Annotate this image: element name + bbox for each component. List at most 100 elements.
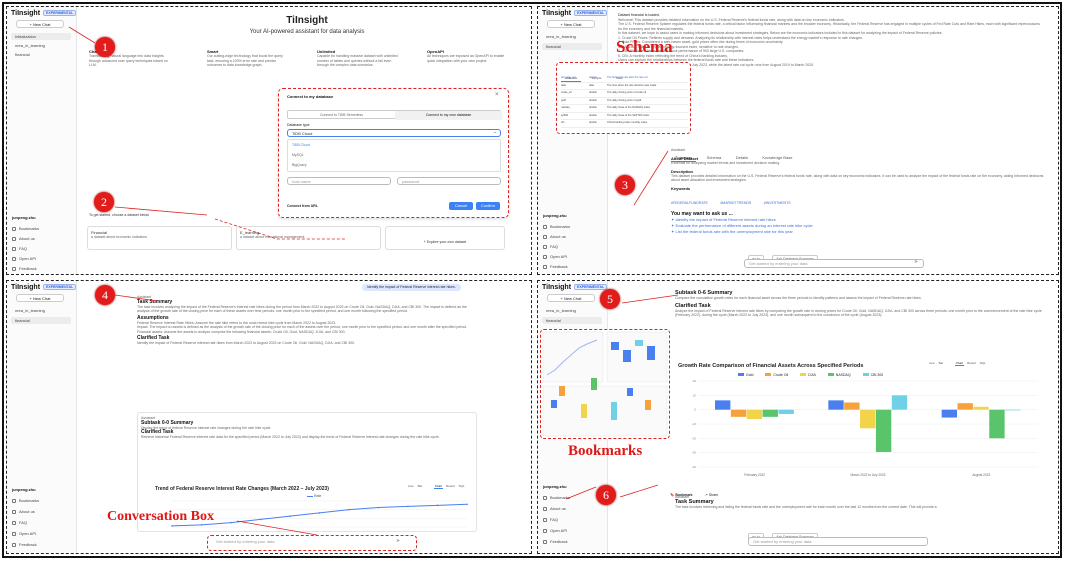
bookmark-thumbnails[interactable] bbox=[541, 330, 669, 438]
sidebar-bookmarks[interactable]: Bookmarks bbox=[543, 224, 570, 229]
explore-dataset-button[interactable]: + Explore your own dataset bbox=[385, 226, 505, 250]
sidebar-feedback[interactable]: Feedback bbox=[12, 266, 37, 271]
sidebar-feedback[interactable]: Feedback bbox=[12, 542, 37, 547]
user-name[interactable]: junpeng.zhu bbox=[543, 213, 567, 218]
tab-details[interactable]: Details bbox=[735, 155, 748, 160]
schema-tab-sample[interactable]: Sample bbox=[591, 76, 602, 80]
dataset-tabs: Summary Schema Details Knowledge Base bbox=[671, 146, 798, 164]
close-icon[interactable]: × bbox=[495, 92, 499, 98]
sidebar-bookmarks[interactable]: Bookmarks bbox=[12, 498, 39, 503]
sidebar-item-financial[interactable]: financial bbox=[11, 317, 71, 324]
toggle-sql[interactable]: SQL bbox=[979, 361, 986, 365]
new-chat-button[interactable]: + New Chat bbox=[547, 294, 595, 302]
host-input[interactable]: host name bbox=[287, 177, 391, 185]
sidebar-faq[interactable]: FAQ bbox=[543, 517, 558, 522]
bookmark-button[interactable]: 🔖 Bookmark bbox=[670, 493, 693, 497]
sidebar-item-financial[interactable]: financial bbox=[15, 52, 30, 57]
suggested-question[interactable]: ✦ Evaluate the performance of different … bbox=[671, 222, 813, 228]
sidebar-about[interactable]: About us bbox=[543, 506, 566, 511]
keyword-tag[interactable]: #MARKETTRENDS bbox=[720, 200, 752, 205]
schema-tab-columns[interactable]: Columns bbox=[561, 75, 581, 82]
sidebar-open-api[interactable]: Open API bbox=[12, 256, 36, 261]
new-chat-button[interactable]: + New Chat bbox=[16, 294, 64, 302]
toggle-line[interactable]: Line bbox=[408, 484, 414, 488]
toggle-bar[interactable]: Bar bbox=[417, 484, 423, 488]
sidebar-faq[interactable]: FAQ bbox=[543, 244, 558, 249]
option-tidb-cloud[interactable]: TiDB Cloud bbox=[292, 143, 310, 147]
sidebar-item-e-learning[interactable]: nrea_in_learning bbox=[546, 308, 576, 313]
y-tick-label: 0 bbox=[694, 408, 696, 412]
send-icon[interactable]: ➤ bbox=[396, 538, 401, 544]
task-summary-heading: Task Summary bbox=[137, 298, 173, 305]
option-mysql[interactable]: MySQL bbox=[292, 153, 304, 157]
sidebar-feedback[interactable]: Feedback bbox=[543, 539, 568, 544]
sidebar-item-initialization[interactable]: Initialization bbox=[11, 33, 71, 40]
sidebar-about[interactable]: About us bbox=[12, 509, 35, 514]
toggle-result[interactable]: Result bbox=[446, 484, 455, 488]
legend-item[interactable]: DJIA bbox=[800, 373, 816, 377]
sidebar-feedback[interactable]: Feedback bbox=[543, 264, 568, 269]
toggle-chart[interactable]: Chart bbox=[954, 361, 965, 366]
chat-input[interactable]: Get started by entering your data bbox=[212, 538, 410, 547]
option-bigquery[interactable]: BigQuery bbox=[292, 163, 307, 167]
share-button[interactable]: ↗ Share bbox=[704, 493, 719, 497]
legend-item[interactable]: NASDAQ bbox=[827, 373, 851, 377]
sidebar-about[interactable]: About us bbox=[543, 234, 566, 239]
suggested-question[interactable]: ✦ Identify the impact of Federal Reserve… bbox=[671, 216, 776, 222]
new-chat-button[interactable]: + New Chat bbox=[16, 20, 64, 28]
password-input[interactable]: password bbox=[397, 177, 501, 185]
sidebar-faq[interactable]: FAQ bbox=[12, 520, 27, 525]
y-tick-label: -10 bbox=[692, 422, 697, 426]
keyword-tag[interactable]: #INVESTMENTS bbox=[763, 200, 791, 205]
cancel-button[interactable]: Cancel bbox=[449, 202, 473, 210]
sidebar-open-api[interactable]: Open API bbox=[12, 531, 36, 536]
bar bbox=[715, 400, 731, 410]
legend-item[interactable]: Gold bbox=[738, 373, 753, 377]
toggle-line[interactable]: Line bbox=[929, 361, 935, 365]
sidebar-open-api[interactable]: Open API bbox=[543, 254, 567, 259]
sidebar-about[interactable]: About us bbox=[12, 236, 35, 241]
database-type-select[interactable]: TiDB Cloud bbox=[287, 129, 501, 137]
sidebar-bookmarks[interactable]: Bookmarks bbox=[543, 495, 570, 500]
tab-schema[interactable]: Schema bbox=[706, 155, 722, 160]
sidebar-open-api[interactable]: Open API bbox=[543, 528, 567, 533]
keyword-tag[interactable]: #FEDERALFUNDRATE bbox=[671, 200, 708, 205]
annotation-lines bbox=[565, 294, 679, 500]
sidebar-item-e-learning[interactable]: nrea_in_learning bbox=[15, 308, 45, 313]
user-name[interactable]: junpeng.zhu bbox=[12, 487, 36, 492]
schema-cell: sp500 bbox=[561, 113, 569, 117]
sidebar-bookmarks[interactable]: Bookmarks bbox=[12, 226, 39, 231]
toggle-sql[interactable]: SQL bbox=[458, 484, 465, 488]
message-actions: 🔖 Bookmark ↗ Share bbox=[670, 483, 718, 501]
callout-1: 1 bbox=[95, 37, 115, 57]
sidebar-item-financial[interactable]: financial bbox=[542, 43, 602, 50]
user-name[interactable]: junpeng.zhu bbox=[543, 484, 567, 489]
legend-item[interactable]: CBI 300 bbox=[862, 373, 883, 377]
bar bbox=[989, 409, 1005, 439]
tab-own-database[interactable]: Connect to my own database bbox=[395, 111, 502, 120]
toggle-bar[interactable]: Bar bbox=[938, 361, 944, 365]
legend-item[interactable]: Crude Oil bbox=[765, 373, 788, 377]
tab-knowledge-base[interactable]: Knowledge Base bbox=[762, 155, 793, 160]
connect-from-url-link[interactable]: Connect from URL bbox=[287, 204, 318, 208]
bar bbox=[828, 400, 844, 410]
tab-tidb-serverless[interactable]: Connect to TiDB Serverless bbox=[320, 113, 363, 117]
tab-summary[interactable]: Summary bbox=[671, 154, 697, 162]
sidebar-faq[interactable]: FAQ bbox=[12, 246, 27, 251]
sidebar-item-e-learning[interactable]: nrea_in_learning bbox=[15, 43, 45, 48]
suggested-question[interactable]: ✦ List the federal funds rate with the u… bbox=[671, 228, 793, 234]
sidebar-item-financial[interactable]: financial bbox=[542, 317, 602, 324]
chat-input[interactable]: Get started by entering your data bbox=[748, 537, 928, 546]
new-chat-button[interactable]: + New Chat bbox=[547, 20, 595, 28]
toggle-result[interactable]: Result bbox=[967, 361, 976, 365]
chat-input[interactable]: Get started by entering your data bbox=[744, 259, 924, 268]
confirm-button[interactable]: Confirm bbox=[476, 202, 500, 210]
sidebar-item-e-learning[interactable]: nrea_in_learning bbox=[546, 34, 576, 39]
schema-tab-stats[interactable]: Stats bbox=[615, 76, 623, 80]
send-icon[interactable]: ➤ bbox=[914, 259, 919, 265]
user-name[interactable]: junpeng.zhu bbox=[12, 215, 36, 220]
toggle-chart[interactable]: Chart bbox=[433, 484, 444, 489]
